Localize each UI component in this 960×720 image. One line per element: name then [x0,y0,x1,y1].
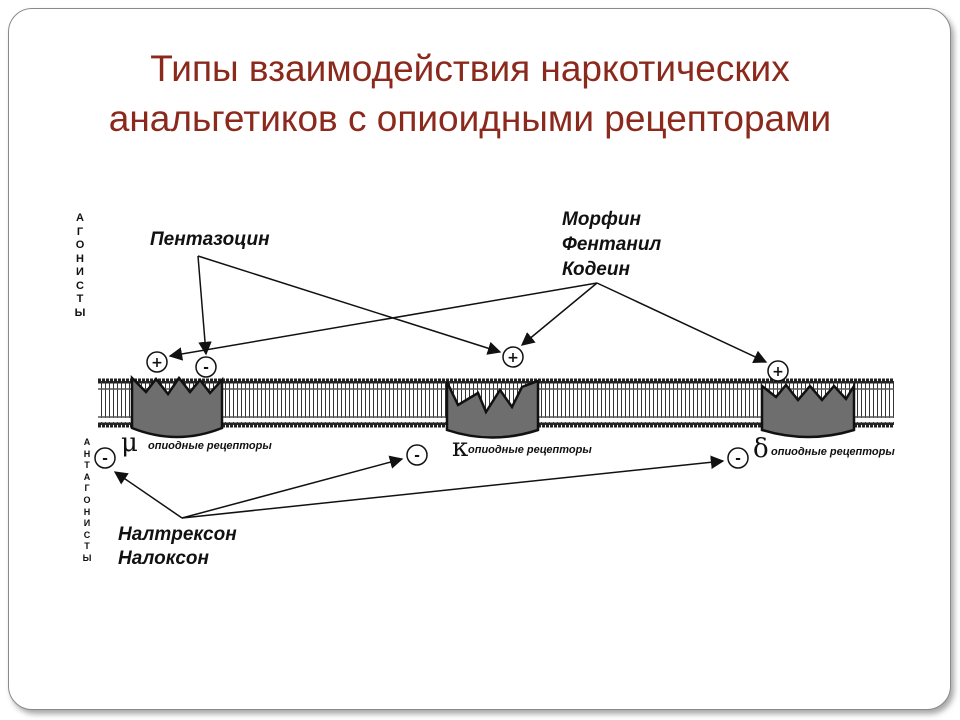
arrow-morphine-to-delta [596,282,768,363]
naloxone-label: Налоксон [118,548,209,569]
antag-minus-sign: - [102,451,108,467]
arrow-pentazocine-to-kappa [197,255,502,355]
kappa-symbol: κ [452,433,469,463]
arrow-antagonists-to-mu [113,471,183,519]
mu-minus-circle [195,356,217,378]
arrow-morphine-to-kappa [520,282,598,346]
arrow-antagonists-to-kappa [181,455,404,519]
agonists-vertical-label: АГОНИСТЫ [74,212,86,319]
delta-receptor [760,381,856,439]
kappa-receptor [445,379,540,439]
mu-minus-sign: - [203,360,209,376]
pentazocine-label: Пентазоцин [150,229,270,250]
slide-title: Типы взаимодействия наркотических анальг… [60,44,880,144]
arrow-morphine-to-mu [168,282,598,361]
delta-plus-sign: + [772,364,784,380]
antag-minus-circle [94,447,116,469]
title-line-2: анальгетиков с опиоидными рецепторами [108,98,832,139]
delta-plus-circle [767,360,789,382]
kappa-minus-sign: - [414,448,420,464]
delta-receptor-label: опиодные рецепторы [771,446,895,458]
mu-plus-circle [146,351,168,373]
morphine-label: Морфин [562,209,641,230]
kappa-minus-circle [406,444,428,466]
delta-minus-circle [727,447,749,469]
antagonists-vertical-label: АНТАГОНИСТЫ [82,437,92,563]
delta-minus-sign: - [735,451,741,467]
mu-plus-sign: + [151,355,163,371]
fentanyl-label: Фентанил [562,234,662,255]
codeine-label: Кодеин [562,259,630,280]
arrow-pentazocine-to-mu-minus [197,255,212,356]
naltrexone-label: Налтрексон [118,524,237,545]
mu-receptor [130,374,224,439]
mu-symbol: μ [121,428,138,458]
mu-receptor-label: опиодные рецепторы [148,440,272,452]
kappa-plus-circle [502,346,524,368]
kappa-plus-sign: + [507,350,519,366]
kappa-receptor-label: опиодные рецепторы [468,444,592,456]
arrow-antagonists-to-delta [181,455,725,519]
title-line-1: Типы взаимодействия наркотических [150,48,790,89]
delta-symbol: δ [753,434,769,464]
